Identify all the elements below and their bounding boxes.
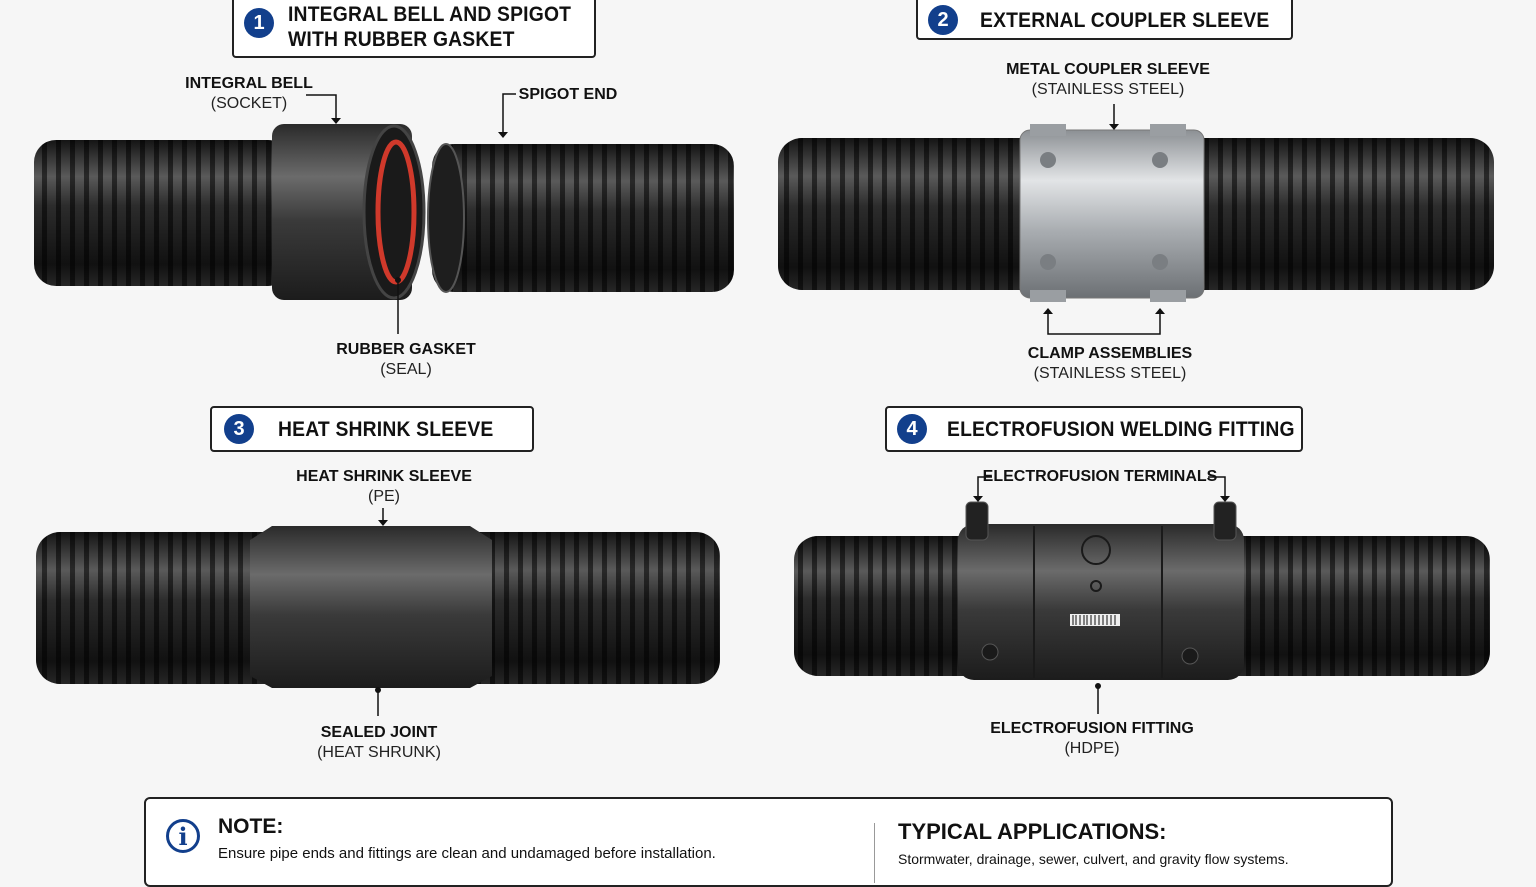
panel1-title-line2: WITH RUBBER GASKET [288, 28, 515, 51]
panel4-title: 4 ELECTROFUSION WELDING FITTING [885, 406, 1303, 452]
panel4-title-line1: ELECTROFUSION WELDING FITTING [947, 417, 1295, 441]
label-clamp-assemblies: CLAMP ASSEMBLIES (STAINLESS STEEL) [1027, 345, 1193, 382]
applications-title: TYPICAL APPLICATIONS: [898, 819, 1167, 844]
label-electrofusion-fitting: ELECTROFUSION FITTING (HDPE) [990, 720, 1194, 757]
panel1-title-line1: INTEGRAL BELL AND SPIGOT [288, 3, 572, 26]
pipe-illustrations [34, 93, 1494, 716]
note-title: NOTE: [218, 815, 284, 838]
label-integral-bell: INTEGRAL BELL (SOCKET) [185, 75, 313, 112]
note-text: Ensure pipe ends and fittings are clean … [218, 845, 716, 862]
label-rubber-gasket: RUBBER GASKET (SEAL) [336, 341, 476, 378]
panel2-title-line1: EXTERNAL COUPLER SLEEVE [980, 8, 1270, 32]
info-icon: i [166, 819, 200, 853]
panel2-title: 2 EXTERNAL COUPLER SLEEVE [916, 0, 1293, 40]
note-panel: i NOTE: Ensure pipe ends and fittings ar… [144, 797, 1393, 887]
applications-text: Stormwater, drainage, sewer, culvert, an… [898, 851, 1289, 867]
panel3-title: 3 HEAT SHRINK SLEEVE [210, 406, 534, 452]
panel1-pipe-left [34, 140, 290, 286]
panel3-title-line1: HEAT SHRINK SLEEVE [278, 417, 494, 441]
label-spigot-end: SPIGOT END [518, 86, 618, 103]
label-heat-shrink-sleeve: HEAT SHRINK SLEEVE (PE) [296, 468, 472, 505]
panel2-number-badge: 2 [928, 5, 958, 35]
leader-arrowheads [331, 118, 1230, 526]
label-metal-coupler-sleeve: METAL COUPLER SLEEVE (STAINLESS STEEL) [1006, 61, 1210, 98]
panel4-number-badge: 4 [897, 414, 927, 444]
note-divider [874, 823, 875, 883]
panel1-bell-socket [272, 124, 426, 300]
panel4-electrofusion-fitting [958, 501, 1244, 680]
label-electrofusion-terminals: ELECTROFUSION TERMINALS [982, 468, 1218, 485]
panel1-spigot-pipe [427, 143, 734, 293]
label-sealed-joint: SEALED JOINT (HEAT SHRUNK) [317, 724, 441, 761]
panel3-number-badge: 3 [224, 414, 254, 444]
panel1-title: 1 INTEGRAL BELL AND SPIGOT WITH RUBBER G… [232, 0, 596, 58]
panel3-heat-shrink-sleeve [250, 526, 492, 688]
panel1-number-badge: 1 [244, 8, 274, 38]
leader-lines [306, 93, 1226, 716]
panel2-metal-coupler [1019, 124, 1205, 302]
